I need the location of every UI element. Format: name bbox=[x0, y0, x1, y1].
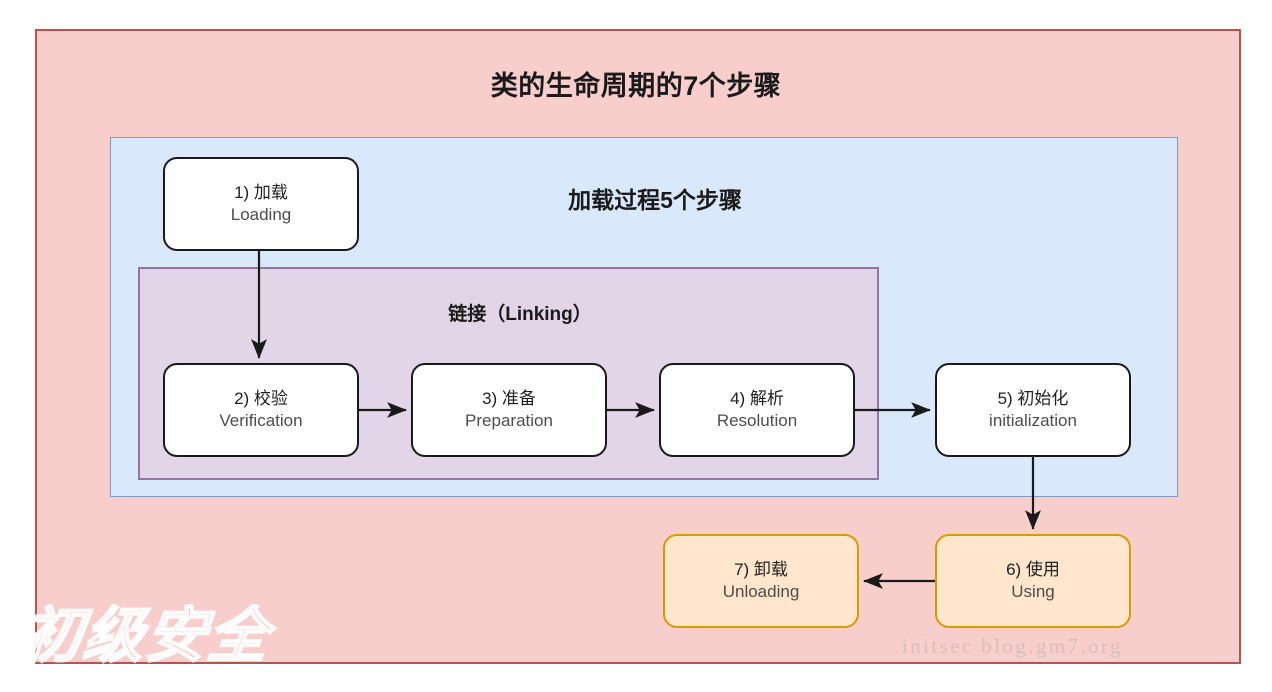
diagram-title: 类的生命周期的7个步骤 bbox=[490, 71, 782, 101]
node-resolution[interactable]: 4) 解析 Resolution bbox=[659, 363, 855, 457]
node-loading-en-label: Loading bbox=[230, 205, 292, 224]
node-verification-en-label: Verification bbox=[219, 411, 303, 430]
node-initialization[interactable]: 5) 初始化 initialization bbox=[935, 363, 1131, 457]
node-using[interactable]: 6) 使用 Using bbox=[935, 534, 1131, 628]
node-using-cn-label: 6) 使用 bbox=[1006, 560, 1060, 580]
node-unloading-cn-label: 7) 卸载 bbox=[734, 560, 788, 580]
node-preparation-en-label: Preparation bbox=[465, 411, 553, 430]
node-preparation-cn-label: 3) 准备 bbox=[482, 389, 536, 409]
node-loading[interactable]: 1) 加载 Loading bbox=[163, 157, 359, 251]
panel-loading-process-title: 加载过程5个步骤 bbox=[568, 187, 742, 213]
node-loading-cn-label: 1) 加载 bbox=[234, 183, 288, 203]
watermark-chinese: 初级安全 bbox=[18, 604, 275, 666]
node-using-en-label: Using bbox=[1011, 582, 1055, 601]
node-resolution-cn-label: 4) 解析 bbox=[730, 389, 784, 409]
node-initialization-cn-label: 5) 初始化 bbox=[997, 389, 1069, 409]
node-unloading[interactable]: 7) 卸载 Unloading bbox=[663, 534, 859, 628]
node-initialization-en-label: initialization bbox=[989, 411, 1077, 430]
panel-linking-title: 链接（Linking） bbox=[448, 304, 592, 325]
node-unloading-en-label: Unloading bbox=[722, 582, 800, 601]
node-verification-cn-label: 2) 校验 bbox=[234, 389, 288, 409]
node-verification[interactable]: 2) 校验 Verification bbox=[163, 363, 359, 457]
node-preparation[interactable]: 3) 准备 Preparation bbox=[411, 363, 607, 457]
node-resolution-en-label: Resolution bbox=[716, 411, 798, 430]
watermark-url: initsec blog.gm7.org bbox=[902, 634, 1123, 658]
